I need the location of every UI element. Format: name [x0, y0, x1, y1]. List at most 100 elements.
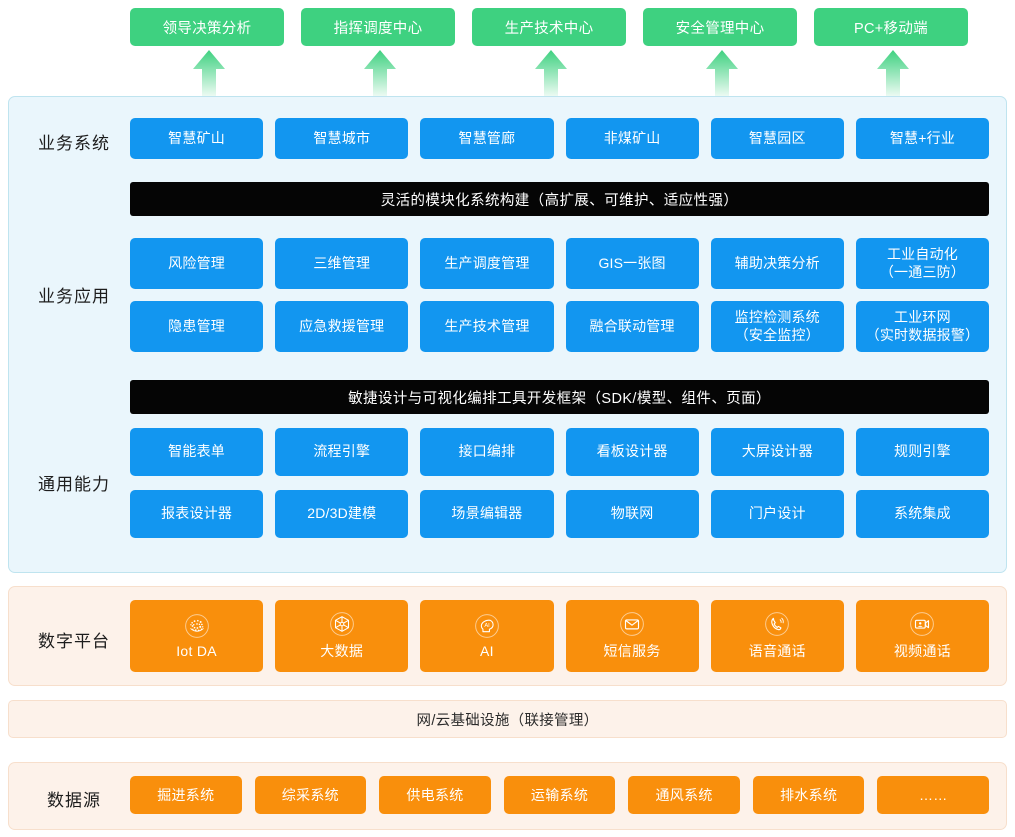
business-system-item-4[interactable]: 智慧园区: [710, 118, 844, 159]
general-capability-item-11[interactable]: 系统集成: [855, 490, 990, 538]
data-source-item-0[interactable]: 掘进系统: [130, 776, 242, 814]
business-application-row-1: 风险管理 三维管理 生产调度管理 GIS一张图 辅助决策分析 工业自动化 （一通…: [130, 238, 990, 289]
top-item-1[interactable]: 指挥调度中心: [301, 8, 455, 46]
item-label: 物联网: [610, 505, 654, 522]
item-label: 看板设计器: [596, 443, 668, 460]
top-item-3[interactable]: 安全管理中心: [643, 8, 797, 46]
business-system-item-3[interactable]: 非煤矿山: [565, 118, 699, 159]
arrow-up-icon: [706, 50, 738, 98]
item-label: Iot DA: [176, 643, 217, 659]
data-source-item-3[interactable]: 运输系统: [503, 776, 616, 814]
general-capability-item-6[interactable]: 报表设计器: [130, 490, 264, 538]
general-capability-item-4[interactable]: 大屏设计器: [710, 428, 844, 476]
item-sublabel: （一通三防）: [879, 263, 966, 280]
item-label: 融合联动管理: [589, 317, 675, 334]
item-label: 门户设计: [748, 505, 806, 522]
section-label-data-source: 数据源: [47, 791, 101, 810]
arrow-up-icon: [535, 50, 567, 98]
business-system-item-1[interactable]: 智慧城市: [275, 118, 409, 159]
general-capability-item-10[interactable]: 门户设计: [710, 490, 844, 538]
top-item-0[interactable]: 领导决策分析: [130, 8, 284, 46]
arrow-up-icon-4: [875, 48, 911, 98]
item-label: 智慧+行业: [889, 129, 956, 146]
business-application-item-0[interactable]: 风险管理: [130, 238, 264, 289]
item-label: 应急救援管理: [299, 317, 385, 334]
item-label: 报表设计器: [161, 505, 233, 522]
item-label: 场景编辑器: [451, 505, 523, 522]
business-system-item-5[interactable]: 智慧+行业: [855, 118, 990, 159]
general-capability-row-2: 报表设计器 2D/3D建模 场景编辑器 物联网 门户设计 系统集成: [130, 490, 990, 538]
top-consumer-row: 领导决策分析 指挥调度中心 生产技术中心 安全管理中心 PC+移动端: [130, 8, 968, 46]
general-capability-item-5[interactable]: 规则引擎: [855, 428, 990, 476]
data-source-item-1[interactable]: 综采系统: [254, 776, 367, 814]
item-label: 生产调度管理: [444, 254, 530, 271]
arrow-up-icon-2: [533, 48, 569, 98]
business-application-item-10[interactable]: 监控检测系统 （安全监控）: [710, 301, 844, 352]
general-capability-item-7[interactable]: 2D/3D建模: [275, 490, 409, 538]
business-application-item-3[interactable]: GIS一张图: [565, 238, 699, 289]
digital-platform-row: Iot DA 大数据 AI AI: [130, 600, 990, 672]
general-capability-item-1[interactable]: 流程引擎: [275, 428, 409, 476]
item-label: 掘进系统: [157, 787, 215, 803]
item-label: 三维管理: [313, 254, 371, 271]
item-label: 通风系统: [655, 787, 713, 803]
business-application-item-11[interactable]: 工业环网 （实时数据报警）: [855, 301, 990, 352]
item-label: 生产技术管理: [444, 317, 530, 334]
general-capability-item-9[interactable]: 物联网: [565, 490, 699, 538]
item-label: 隐患管理: [168, 317, 225, 334]
infrastructure-label: 网/云基础设施（联接管理）: [416, 712, 599, 729]
general-capability-item-3[interactable]: 看板设计器: [565, 428, 699, 476]
item-label: 排水系统: [780, 787, 838, 803]
digital-platform-item-2[interactable]: AI AI: [420, 600, 554, 672]
business-application-item-8[interactable]: 生产技术管理: [420, 301, 554, 352]
business-application-item-6[interactable]: 隐患管理: [130, 301, 264, 352]
banner-agile-design: 敏捷设计与可视化编排工具开发框架（SDK/模型、组件、页面）: [130, 380, 989, 414]
data-source-item-2[interactable]: 供电系统: [379, 776, 491, 814]
data-source-item-6[interactable]: ……: [877, 776, 990, 814]
data-source-row: 掘进系统 综采系统 供电系统 运输系统 通风系统 排水系统 ……: [130, 776, 990, 814]
item-label: 语音通话: [748, 643, 806, 659]
svg-text:AI: AI: [484, 623, 490, 629]
general-capability-item-8[interactable]: 场景编辑器: [420, 490, 554, 538]
digital-platform-item-0[interactable]: Iot DA: [130, 600, 264, 672]
general-capability-item-2[interactable]: 接口编排: [420, 428, 554, 476]
top-item-label: PC+移动端: [854, 20, 928, 37]
data-source-item-4[interactable]: 通风系统: [628, 776, 740, 814]
top-item-label: 生产技术中心: [504, 20, 594, 37]
business-system-item-0[interactable]: 智慧矿山: [130, 118, 264, 159]
business-system-item-2[interactable]: 智慧管廊: [420, 118, 554, 159]
item-label: 2D/3D建模: [307, 505, 377, 522]
item-label: GIS一张图: [598, 254, 666, 271]
item-label: 智慧管廊: [458, 129, 516, 146]
business-system-row: 智慧矿山 智慧城市 智慧管廊 非煤矿山 智慧园区 智慧+行业: [130, 118, 990, 159]
business-application-item-7[interactable]: 应急救援管理: [275, 301, 409, 352]
item-label: 监控检测系统: [734, 309, 820, 325]
general-capability-item-0[interactable]: 智能表单: [130, 428, 264, 476]
digital-platform-item-1[interactable]: 大数据: [275, 600, 409, 672]
envelope-icon: [620, 612, 644, 636]
top-item-label: 安全管理中心: [675, 20, 765, 37]
arrow-up-icon: [193, 50, 225, 98]
infrastructure-bar: 网/云基础设施（联接管理）: [8, 700, 1007, 738]
business-application-item-1[interactable]: 三维管理: [275, 238, 409, 289]
item-label: 非煤矿山: [603, 129, 661, 146]
business-application-row-2: 隐患管理 应急救援管理 生产技术管理 融合联动管理 监控检测系统 （安全监控） …: [130, 301, 990, 352]
arrow-up-icon-0: [191, 48, 227, 98]
business-application-item-9[interactable]: 融合联动管理: [565, 301, 699, 352]
business-application-item-2[interactable]: 生产调度管理: [420, 238, 554, 289]
digital-platform-item-4[interactable]: 语音通话: [710, 600, 844, 672]
business-application-item-4[interactable]: 辅助决策分析: [710, 238, 844, 289]
section-label-business-system: 业务系统: [38, 134, 110, 153]
data-source-item-5[interactable]: 排水系统: [752, 776, 865, 814]
digital-platform-item-5[interactable]: 视频通话: [855, 600, 990, 672]
item-label: 接口编排: [458, 443, 516, 460]
digital-platform-item-3[interactable]: 短信服务: [565, 600, 699, 672]
item-label: 视频通话: [893, 643, 952, 659]
top-item-label: 领导决策分析: [162, 20, 252, 37]
banner-label: 灵活的模块化系统构建（高扩展、可维护、适应性强）: [380, 192, 739, 209]
top-item-2[interactable]: 生产技术中心: [472, 8, 626, 46]
top-item-4[interactable]: PC+移动端: [814, 8, 968, 46]
item-label: 供电系统: [406, 787, 464, 803]
business-application-item-5[interactable]: 工业自动化 （一通三防）: [855, 238, 990, 289]
item-label: 辅助决策分析: [734, 254, 820, 271]
